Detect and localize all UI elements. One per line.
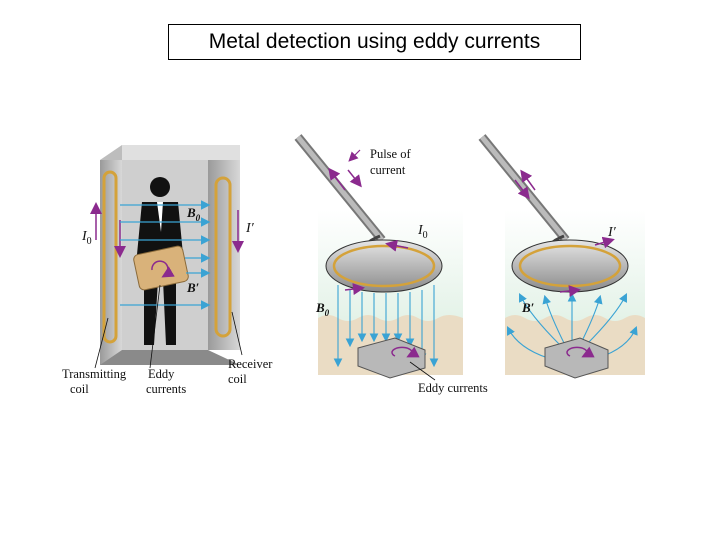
label-I0-left: I0 bbox=[81, 229, 92, 247]
label-Bprime-right: B′ bbox=[521, 300, 535, 315]
page-title: Metal detection using eddy currents bbox=[168, 24, 581, 60]
label-eddy-currents-bottom: Eddy currents bbox=[418, 381, 488, 395]
label-eddy-currents-left-1: Eddy bbox=[148, 367, 175, 381]
label-pulse-of-current-2: current bbox=[370, 163, 406, 177]
label-B0-left: B0 bbox=[186, 205, 201, 223]
search-coil-middle bbox=[332, 244, 436, 288]
handheld-detector-pulse: Pulse of current I0 B0 Eddy currents bbox=[294, 134, 488, 395]
label-transmitting-coil-1: Transmitting bbox=[62, 367, 127, 381]
label-pulse-of-current-1: Pulse of bbox=[370, 147, 411, 161]
label-I0-middle: I0 bbox=[417, 223, 428, 241]
floor bbox=[100, 350, 240, 365]
label-Iprime-right: I′ bbox=[607, 225, 617, 240]
label-Bprime-left: B′ bbox=[186, 280, 200, 295]
label-receiver-coil-1: Receiver bbox=[228, 357, 273, 371]
frame-right-post bbox=[208, 160, 240, 350]
handheld-detector-response: I′ B′ bbox=[478, 134, 645, 379]
label-transmitting-coil-2: coil bbox=[70, 382, 89, 396]
receiver-coil-shape bbox=[214, 176, 232, 338]
eddy-current-loop-left bbox=[151, 260, 175, 278]
label-receiver-coil-2: coil bbox=[228, 372, 247, 386]
label-Iprime-left: I′ bbox=[245, 221, 255, 236]
walkthrough-detector: I0 I′ B0 B′ Transmitting coil Eddy curre… bbox=[62, 145, 273, 396]
label-eddy-currents-left-2: currents bbox=[146, 382, 186, 396]
briefcase bbox=[133, 245, 189, 291]
label-B0-middle: B0 bbox=[315, 300, 330, 318]
